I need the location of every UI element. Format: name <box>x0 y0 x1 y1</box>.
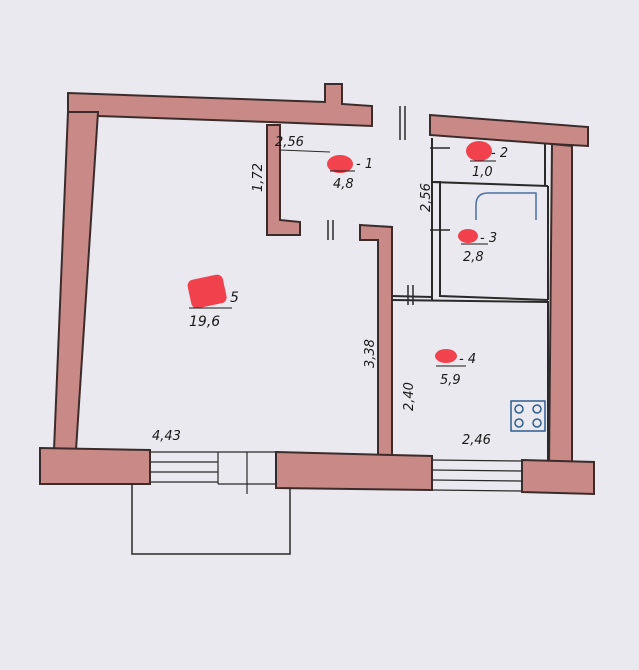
wall-bottom-right <box>521 458 595 496</box>
wall-right <box>547 142 573 472</box>
partition-kitchen-top <box>391 299 549 460</box>
dim-hall-width: 2,56 <box>275 135 304 150</box>
wall-top-left <box>67 83 373 128</box>
window-kitchen-1 <box>431 459 523 462</box>
dimension-labels: 2,56 1,72 2,56 4,43 3,38 2,46 2,40 <box>152 135 491 448</box>
wall-left <box>52 111 100 451</box>
redactions <box>187 141 492 363</box>
balcony <box>131 484 291 555</box>
openings <box>327 106 450 305</box>
room-3-number: - 3 <box>480 231 497 246</box>
dim-kitchen-width: 2,46 <box>462 433 491 448</box>
room-2-number: - 2 <box>491 146 508 161</box>
dim-living-width: 4,43 <box>152 429 181 444</box>
room-5-number: 5 <box>230 290 239 306</box>
windows <box>150 451 523 494</box>
room-1-area: 4,8 <box>333 177 354 192</box>
dimension-ticks <box>279 149 331 153</box>
wall-bottom-middle <box>275 450 433 492</box>
window-kitchen-4 <box>431 489 523 492</box>
wall-top-right <box>429 113 589 148</box>
redaction-room-3 <box>458 229 478 243</box>
thin-partitions <box>391 138 549 460</box>
dim-hall-depth: 1,72 <box>251 163 266 192</box>
wall-partition-hall <box>266 124 301 236</box>
room-5-area: 19,6 <box>189 314 220 330</box>
redaction-room-4 <box>435 349 457 363</box>
window-kitchen-2 <box>431 469 523 472</box>
partition-kitchen-inner <box>391 295 433 298</box>
room-4-number: - 4 <box>459 352 476 367</box>
wall-bottom-left <box>39 446 151 485</box>
room-2-area: 1,0 <box>472 165 493 180</box>
room-labels <box>189 160 496 367</box>
bathtub-icon <box>475 192 537 220</box>
dim-living-depth: 3,38 <box>363 339 378 368</box>
partition-bath <box>432 181 549 301</box>
redaction-room-1 <box>327 155 353 173</box>
redaction-room-2 <box>466 141 492 161</box>
room-text: - 1 4,8 - 2 1,0 - 3 2,8 - 4 5,9 5 19,6 <box>189 146 508 388</box>
walls <box>39 83 595 496</box>
dim-kitchen-depth: 2,40 <box>402 382 417 411</box>
tick-hall-width <box>279 149 331 153</box>
room-4-area: 5,9 <box>440 373 461 388</box>
redaction-room-5 <box>187 274 227 309</box>
room-1-number: - 1 <box>356 157 373 172</box>
dim-bath-depth: 2,56 <box>419 183 434 212</box>
window-kitchen-3 <box>431 479 523 482</box>
room-3-area: 2,8 <box>463 250 484 265</box>
stove-icon <box>510 400 546 432</box>
